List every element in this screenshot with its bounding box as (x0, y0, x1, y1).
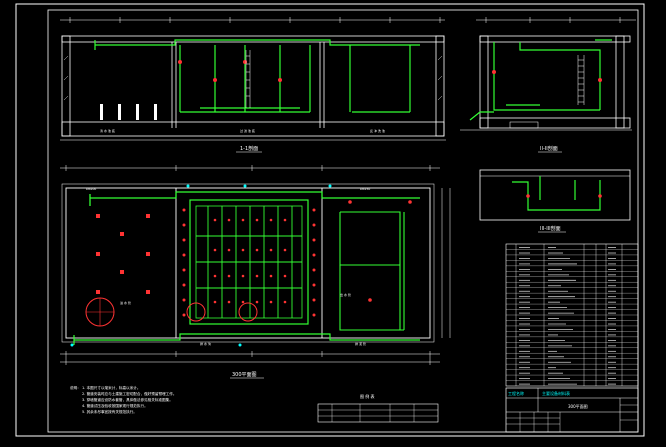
title-block-project: 工程名称 (508, 390, 524, 396)
note-line-1: 1. 本图尺寸以毫米计，标高以米计。 (82, 385, 140, 390)
svg-text:清 水 池 底: 清 水 池 底 (100, 128, 115, 133)
equipment-table (505, 243, 639, 387)
notes-heading: 说明： (70, 385, 81, 390)
notes-block: 说明： 1. 本图尺寸以毫米计，标高以米计。 2. 管道安装时应与土建施工密切配… (70, 385, 176, 414)
note-line-3: 3. 穿墙管道应设防水套管，具体做法参见相关标准图集。 (82, 397, 173, 402)
drawing-border-outer (15, 3, 645, 437)
plan-view: 进 水 管 出 水 管 DN200 DN150 排 水 沟 排 泥 管 300平面图 (60, 165, 451, 379)
title-block-drawing: 300平面图 (568, 403, 588, 409)
drawing-border-inner (47, 9, 639, 433)
note-line-2: 2. 管道安装时应与土建施工密切配合，做好预留预埋工作。 (82, 391, 176, 396)
svg-text:反 冲 洗 池: 反 冲 洗 池 (370, 128, 385, 133)
section-1-1: 清 水 池 底 过 滤 池 底 反 冲 洗 池 1-1剖面 (60, 17, 446, 153)
svg-text:过 滤 池 底: 过 滤 池 底 (240, 128, 255, 133)
section-3-3-title: III-III剖面 (540, 225, 561, 232)
svg-text:排 水 沟: 排 水 沟 (200, 341, 211, 346)
section-3-3: III-III剖面 (479, 169, 631, 233)
table-header-text: 主要设备材料表 (542, 390, 570, 396)
section-2-2: II-II剖面 (460, 17, 636, 153)
svg-text:DN150: DN150 (360, 187, 370, 191)
section-2-2-title: II-II剖面 (540, 145, 558, 152)
legend-table: 图 例 表 (317, 393, 439, 423)
legend-title: 图 例 表 (360, 393, 375, 399)
svg-text:排 泥 管: 排 泥 管 (355, 341, 366, 346)
svg-text:DN200: DN200 (86, 187, 96, 191)
note-line-5: 5. 其余未尽事宜按有关规范执行。 (82, 409, 137, 414)
title-block: 工程名称 主要设备材料表 300平面图 (505, 387, 639, 433)
note-line-4: 4. 管道试压及验收按国家现行规范执行。 (82, 403, 148, 408)
svg-text:进 水 管: 进 水 管 (120, 300, 131, 305)
section-1-1-title: 1-1剖面 (240, 145, 258, 152)
svg-text:出 水 管: 出 水 管 (340, 292, 351, 297)
plan-title: 300平面图 (232, 372, 257, 378)
